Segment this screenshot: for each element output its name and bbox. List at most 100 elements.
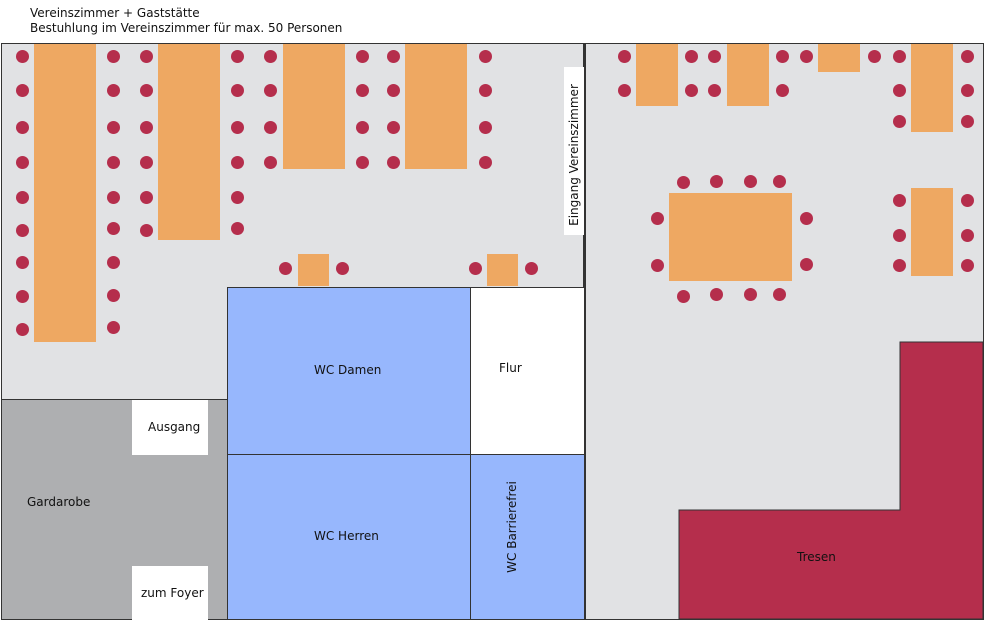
chair (892, 258, 906, 272)
chair (617, 83, 631, 97)
chair (684, 49, 698, 63)
chair (106, 288, 120, 302)
chair (15, 83, 29, 97)
table (283, 44, 345, 169)
chair (892, 49, 906, 63)
chair (263, 49, 277, 63)
chair (960, 193, 974, 207)
chair (15, 322, 29, 336)
chair (772, 287, 786, 301)
chair (478, 83, 492, 97)
chair (263, 155, 277, 169)
chair (386, 120, 400, 134)
chair (355, 49, 369, 63)
chair (263, 120, 277, 134)
zum-foyer-label: zum Foyer (141, 586, 204, 600)
wc-damen-label: WC Damen (314, 363, 382, 377)
chair (960, 228, 974, 242)
chair (230, 190, 244, 204)
chair (15, 289, 29, 303)
wc-herren-room (227, 454, 471, 620)
chair (960, 83, 974, 97)
chair (676, 289, 690, 303)
chair (106, 320, 120, 334)
chair (892, 83, 906, 97)
table (405, 44, 467, 169)
chair (230, 155, 244, 169)
chair (106, 83, 120, 97)
chair (743, 287, 757, 301)
table (158, 44, 220, 240)
table (298, 254, 329, 286)
chair (775, 83, 789, 97)
chair (278, 261, 292, 275)
table (636, 44, 678, 106)
ausgang-label: Ausgang (148, 420, 201, 434)
chair (139, 49, 153, 63)
chair (15, 190, 29, 204)
chair (139, 190, 153, 204)
chair (139, 83, 153, 97)
chair (478, 49, 492, 63)
tresen-label: Tresen (797, 550, 836, 564)
chair (386, 49, 400, 63)
chair (355, 83, 369, 97)
chair (617, 49, 631, 63)
chair (960, 258, 974, 272)
chair (684, 83, 698, 97)
chair (892, 228, 906, 242)
chair (230, 83, 244, 97)
chair (676, 175, 690, 189)
chair (799, 49, 813, 63)
chair (743, 174, 757, 188)
chair (15, 49, 29, 63)
chair (386, 83, 400, 97)
chair (892, 193, 906, 207)
chair (139, 223, 153, 237)
chair (15, 255, 29, 269)
chair (335, 261, 349, 275)
wc-barrierefrei-room (470, 454, 585, 620)
chair (478, 155, 492, 169)
chair (230, 221, 244, 235)
chair (106, 255, 120, 269)
chair (468, 261, 482, 275)
eingang-door (564, 67, 584, 235)
table (34, 44, 96, 342)
chair (650, 211, 664, 225)
table (669, 193, 792, 281)
table (727, 44, 769, 106)
chair (106, 221, 120, 235)
chair (106, 190, 120, 204)
chair (709, 287, 723, 301)
flur-area (470, 287, 585, 455)
chair (960, 49, 974, 63)
chair (15, 120, 29, 134)
wc-damen-room (227, 287, 471, 455)
plan-title: Vereinszimmer + Gaststätte (30, 6, 200, 20)
chair (355, 120, 369, 134)
chair (707, 49, 721, 63)
chair (709, 174, 723, 188)
chair (15, 223, 29, 237)
chair (106, 120, 120, 134)
plan-subtitle: Bestuhlung im Vereinszimmer für max. 50 … (30, 21, 343, 35)
table (487, 254, 518, 286)
chair (775, 49, 789, 63)
wc-herren-label: WC Herren (314, 529, 379, 543)
chair (650, 258, 664, 272)
flur-label: Flur (499, 361, 522, 375)
chair (15, 155, 29, 169)
table (818, 44, 860, 72)
chair (106, 155, 120, 169)
chair (230, 120, 244, 134)
chair (139, 155, 153, 169)
chair (524, 261, 538, 275)
foyer-door (132, 566, 208, 620)
table (911, 44, 953, 132)
chair (139, 120, 153, 134)
chair (772, 174, 786, 188)
chair (707, 83, 721, 97)
